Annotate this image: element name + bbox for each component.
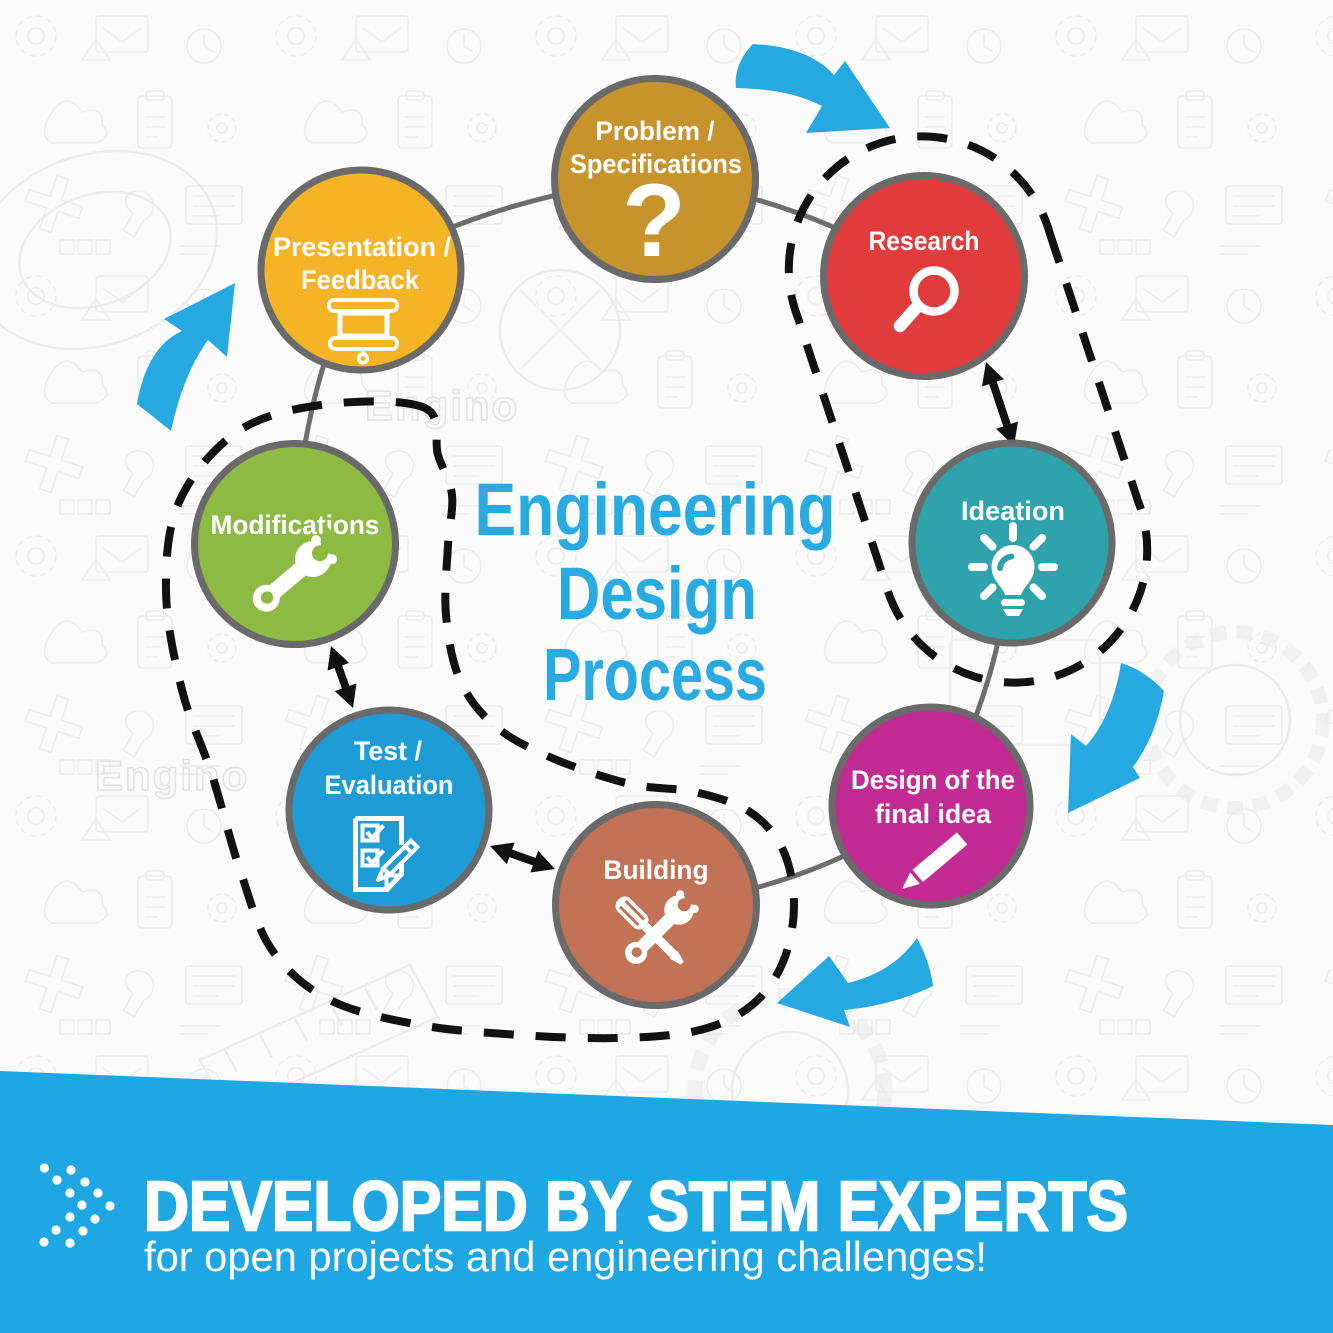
- svg-text:Specifications: Specifications: [570, 149, 742, 179]
- svg-text:Building: Building: [604, 855, 709, 885]
- svg-text:Engino: Engino: [95, 752, 249, 799]
- svg-text:Design of the: Design of the: [851, 765, 1015, 795]
- svg-text:Problem /: Problem /: [596, 116, 715, 146]
- svg-text:Engino: Engino: [365, 382, 519, 429]
- svg-text:Process: Process: [543, 633, 767, 716]
- svg-text:final idea: final idea: [875, 799, 992, 829]
- svg-text:Test /: Test /: [354, 736, 422, 766]
- svg-text:?: ?: [622, 163, 686, 279]
- svg-text:Ideation: Ideation: [961, 496, 1065, 526]
- svg-text:Design: Design: [557, 552, 757, 635]
- svg-text:Modifications: Modifications: [211, 510, 380, 540]
- svg-text:Research: Research: [869, 226, 980, 256]
- svg-text:Presentation /: Presentation /: [273, 232, 451, 262]
- svg-text:DEVELOPED BY STEM EXPERTS: DEVELOPED BY STEM EXPERTS: [144, 1167, 1128, 1245]
- svg-text:Evaluation: Evaluation: [325, 770, 454, 800]
- svg-text:for open projects and engineer: for open projects and engineering challe…: [144, 1233, 987, 1280]
- svg-text:Engineering: Engineering: [475, 468, 836, 551]
- svg-text:Feedback: Feedback: [301, 265, 420, 295]
